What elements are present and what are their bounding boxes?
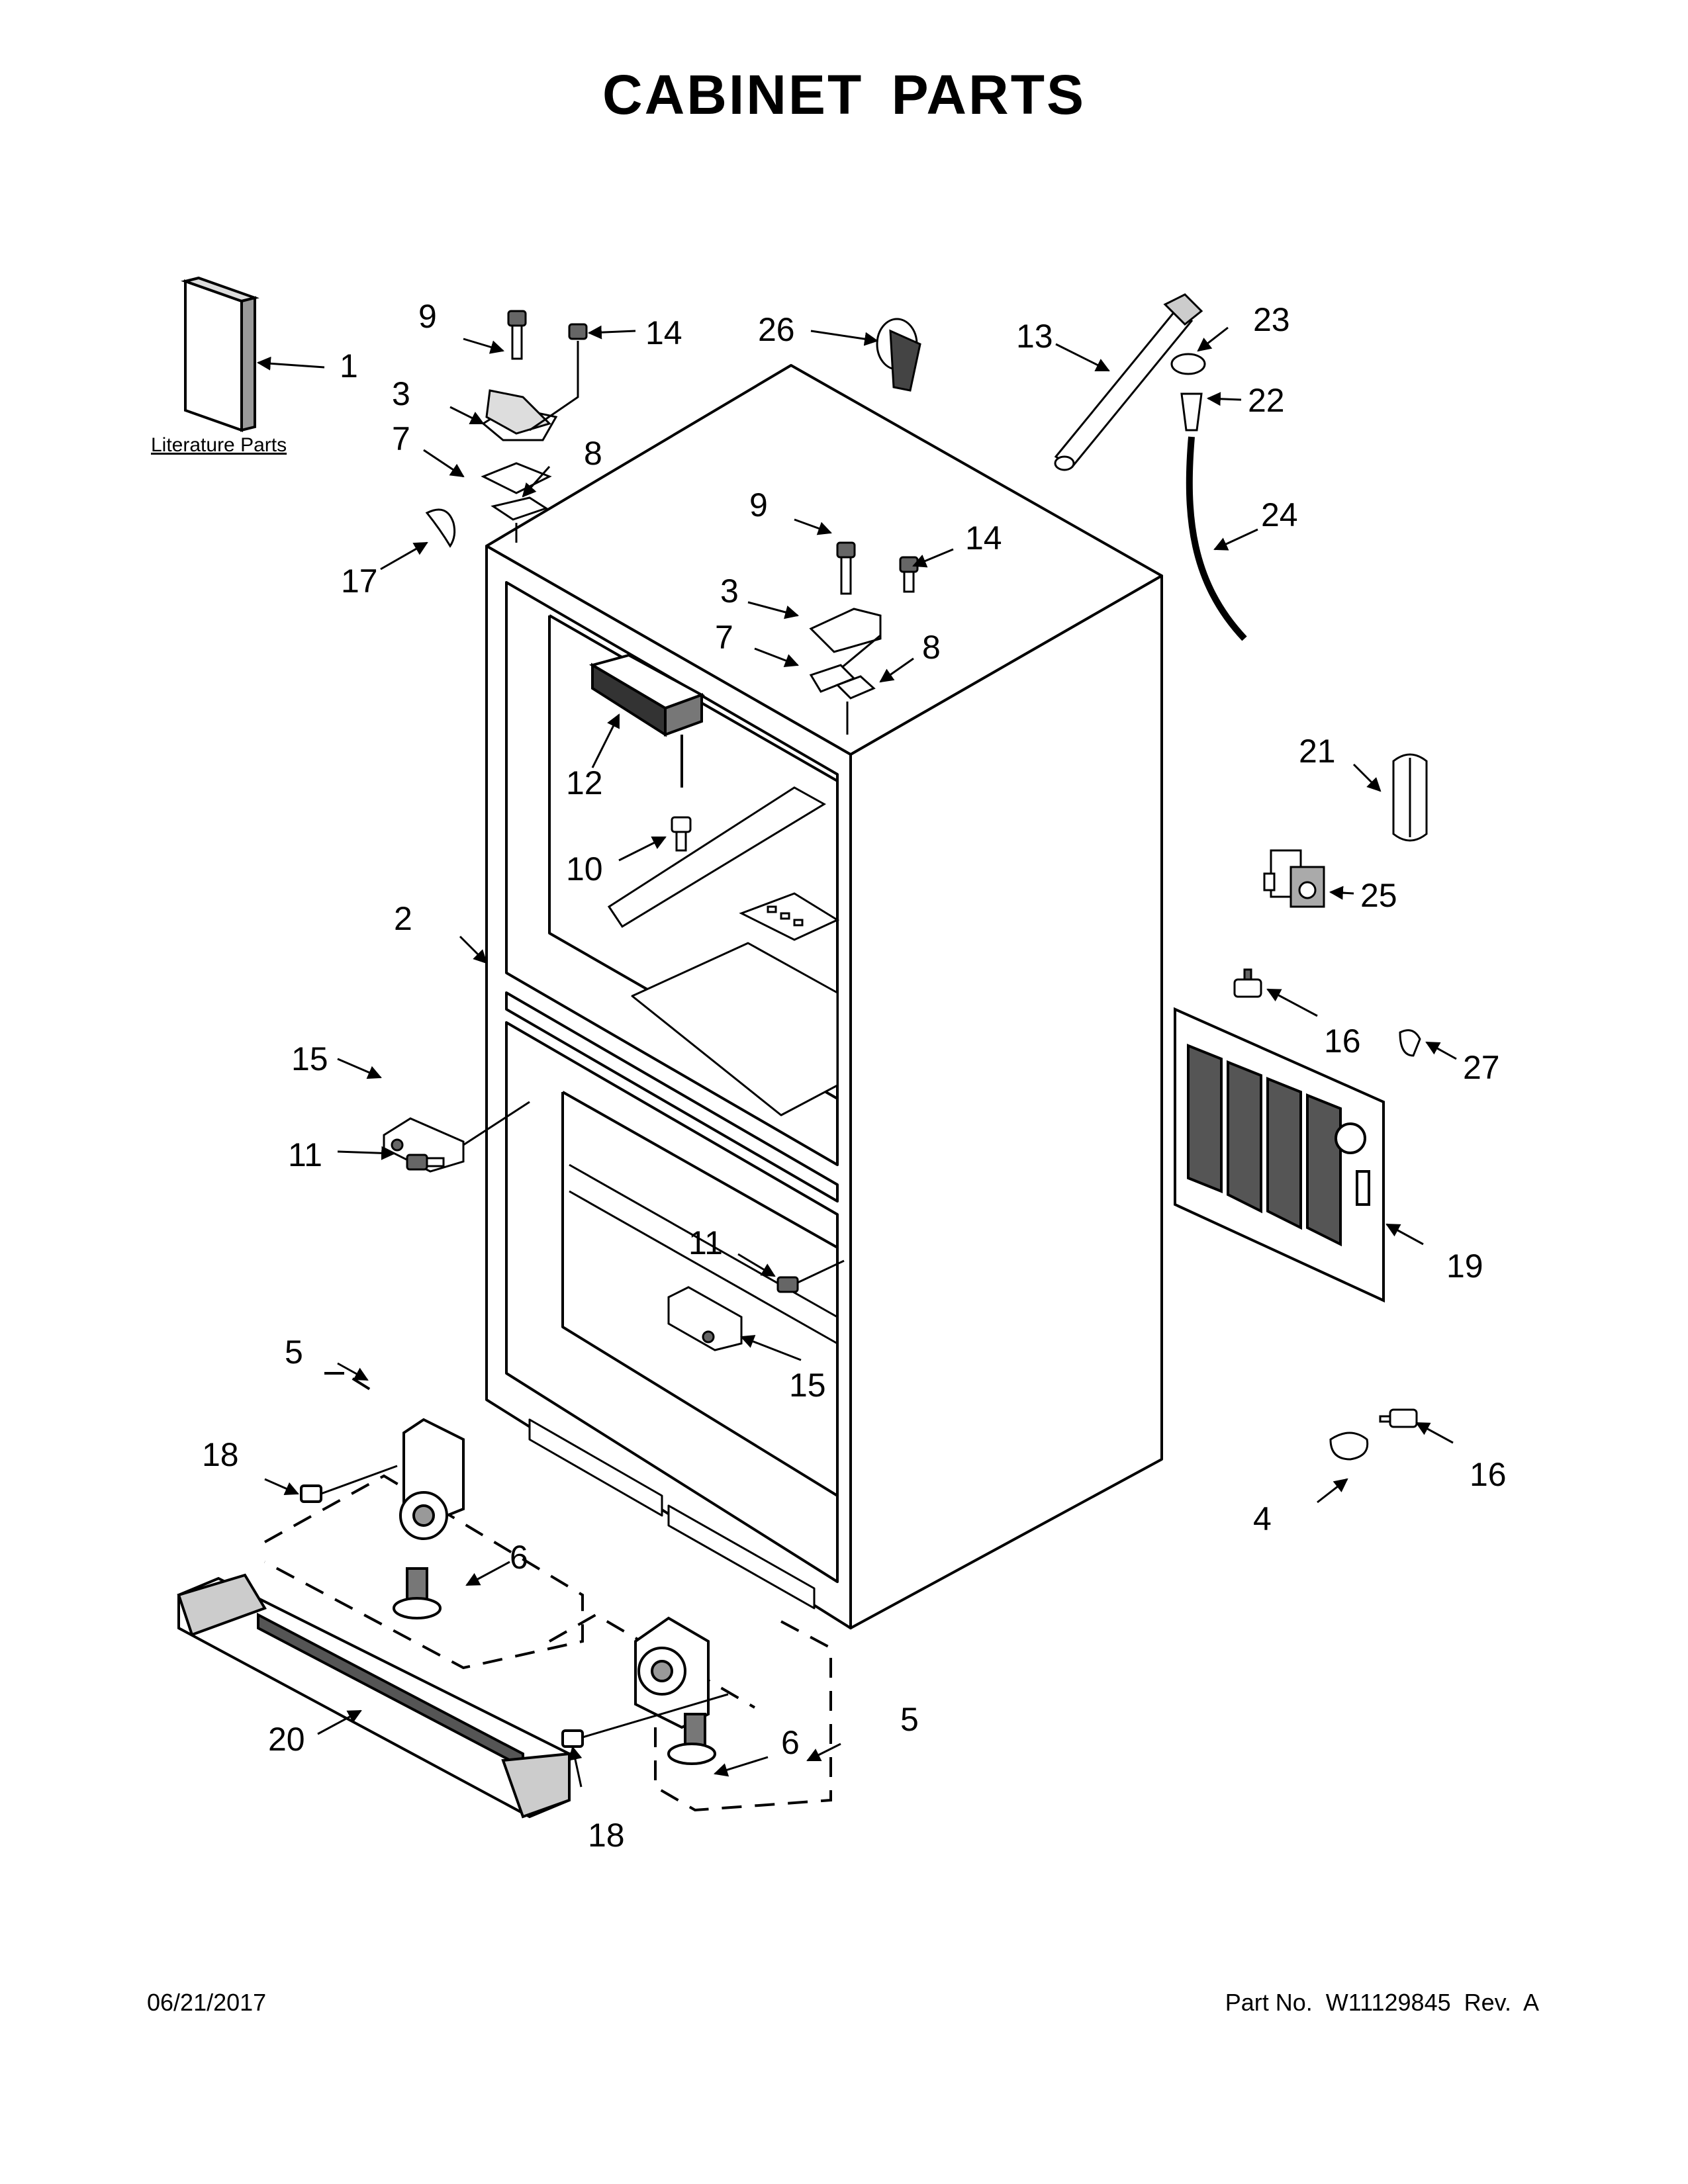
callout-2: 2 xyxy=(394,900,412,937)
roller-assembly-right xyxy=(549,1613,832,1812)
callout-17: 17 xyxy=(341,563,378,600)
callout-7-left: 7 xyxy=(392,420,410,457)
callout-13: 13 xyxy=(1016,318,1053,355)
callout-19: 19 xyxy=(1446,1248,1483,1285)
toe-grille-20 xyxy=(177,1573,571,1819)
callout-6-left: 6 xyxy=(510,1539,528,1576)
callout-6-right: 6 xyxy=(781,1724,800,1761)
callout-26: 26 xyxy=(758,311,795,348)
callout-1: 1 xyxy=(340,347,358,385)
callout-14-left: 14 xyxy=(645,314,682,351)
callout-21: 21 xyxy=(1299,733,1336,770)
clip-17 xyxy=(425,508,456,548)
part-26 xyxy=(876,318,921,392)
callout-3-right: 3 xyxy=(720,572,739,610)
callout-arrows xyxy=(256,325,1457,1788)
callout-18-left: 18 xyxy=(202,1436,239,1473)
literature-parts-label: Literature Parts xyxy=(151,434,287,456)
clip-27 xyxy=(1399,1029,1421,1057)
callout-22: 22 xyxy=(1248,382,1285,419)
print-date: 06/21/2017 xyxy=(147,1989,267,2016)
screw-10 xyxy=(671,816,692,852)
callout-11-left: 11 xyxy=(288,1136,322,1173)
refrigerator-cabinet xyxy=(485,364,1163,1629)
callout-16-lower: 16 xyxy=(1470,1456,1507,1493)
callout-20: 20 xyxy=(268,1721,305,1758)
damper-housing-12 xyxy=(588,653,705,788)
callout-27: 27 xyxy=(1463,1049,1500,1086)
part-number: Part No. W11129845 Rev. A xyxy=(1225,1989,1539,2016)
callout-5-left: 5 xyxy=(285,1334,303,1371)
callout-9-right: 9 xyxy=(749,486,768,523)
callout-24: 24 xyxy=(1261,496,1298,533)
callout-8-right: 8 xyxy=(922,629,941,666)
screw-16-upper xyxy=(1233,968,1262,998)
callout-12: 12 xyxy=(566,764,603,801)
callout-18-right: 18 xyxy=(588,1817,625,1854)
callout-15-left: 15 xyxy=(291,1040,328,1077)
callout-11-right: 11 xyxy=(688,1224,723,1261)
fitting-22 xyxy=(1180,392,1203,432)
callout-8-left: 8 xyxy=(584,435,602,472)
callout-4: 4 xyxy=(1253,1500,1272,1537)
screw-16-lower xyxy=(1379,1408,1418,1428)
callout-10: 10 xyxy=(566,850,603,887)
callout-23: 23 xyxy=(1253,301,1290,338)
part-21 xyxy=(1392,753,1428,842)
callout-7-right: 7 xyxy=(715,619,733,656)
callout-16-upper: 16 xyxy=(1324,1023,1361,1060)
callout-14-right: 14 xyxy=(965,520,1002,557)
tube-13 xyxy=(1054,293,1203,471)
clamp-4 xyxy=(1329,1432,1369,1461)
roller-assembly-left xyxy=(264,1372,584,1670)
callout-5-right: 5 xyxy=(900,1701,919,1738)
callout-25: 25 xyxy=(1360,877,1397,914)
left-top-hinge-assembly xyxy=(481,310,588,543)
callout-9-left: 9 xyxy=(418,298,437,335)
page-title: CABINET PARTS xyxy=(602,64,1086,126)
callout-3-left: 3 xyxy=(392,375,410,412)
clamp-23 xyxy=(1170,353,1206,375)
callout-15-right: 15 xyxy=(789,1367,826,1404)
right-top-hinge-assembly xyxy=(809,541,919,735)
water-valve-25 xyxy=(1263,849,1325,908)
rear-access-panel-19 xyxy=(1174,1007,1385,1303)
water-tube-24 xyxy=(1186,436,1247,641)
literature-parts-booklet xyxy=(181,276,259,432)
